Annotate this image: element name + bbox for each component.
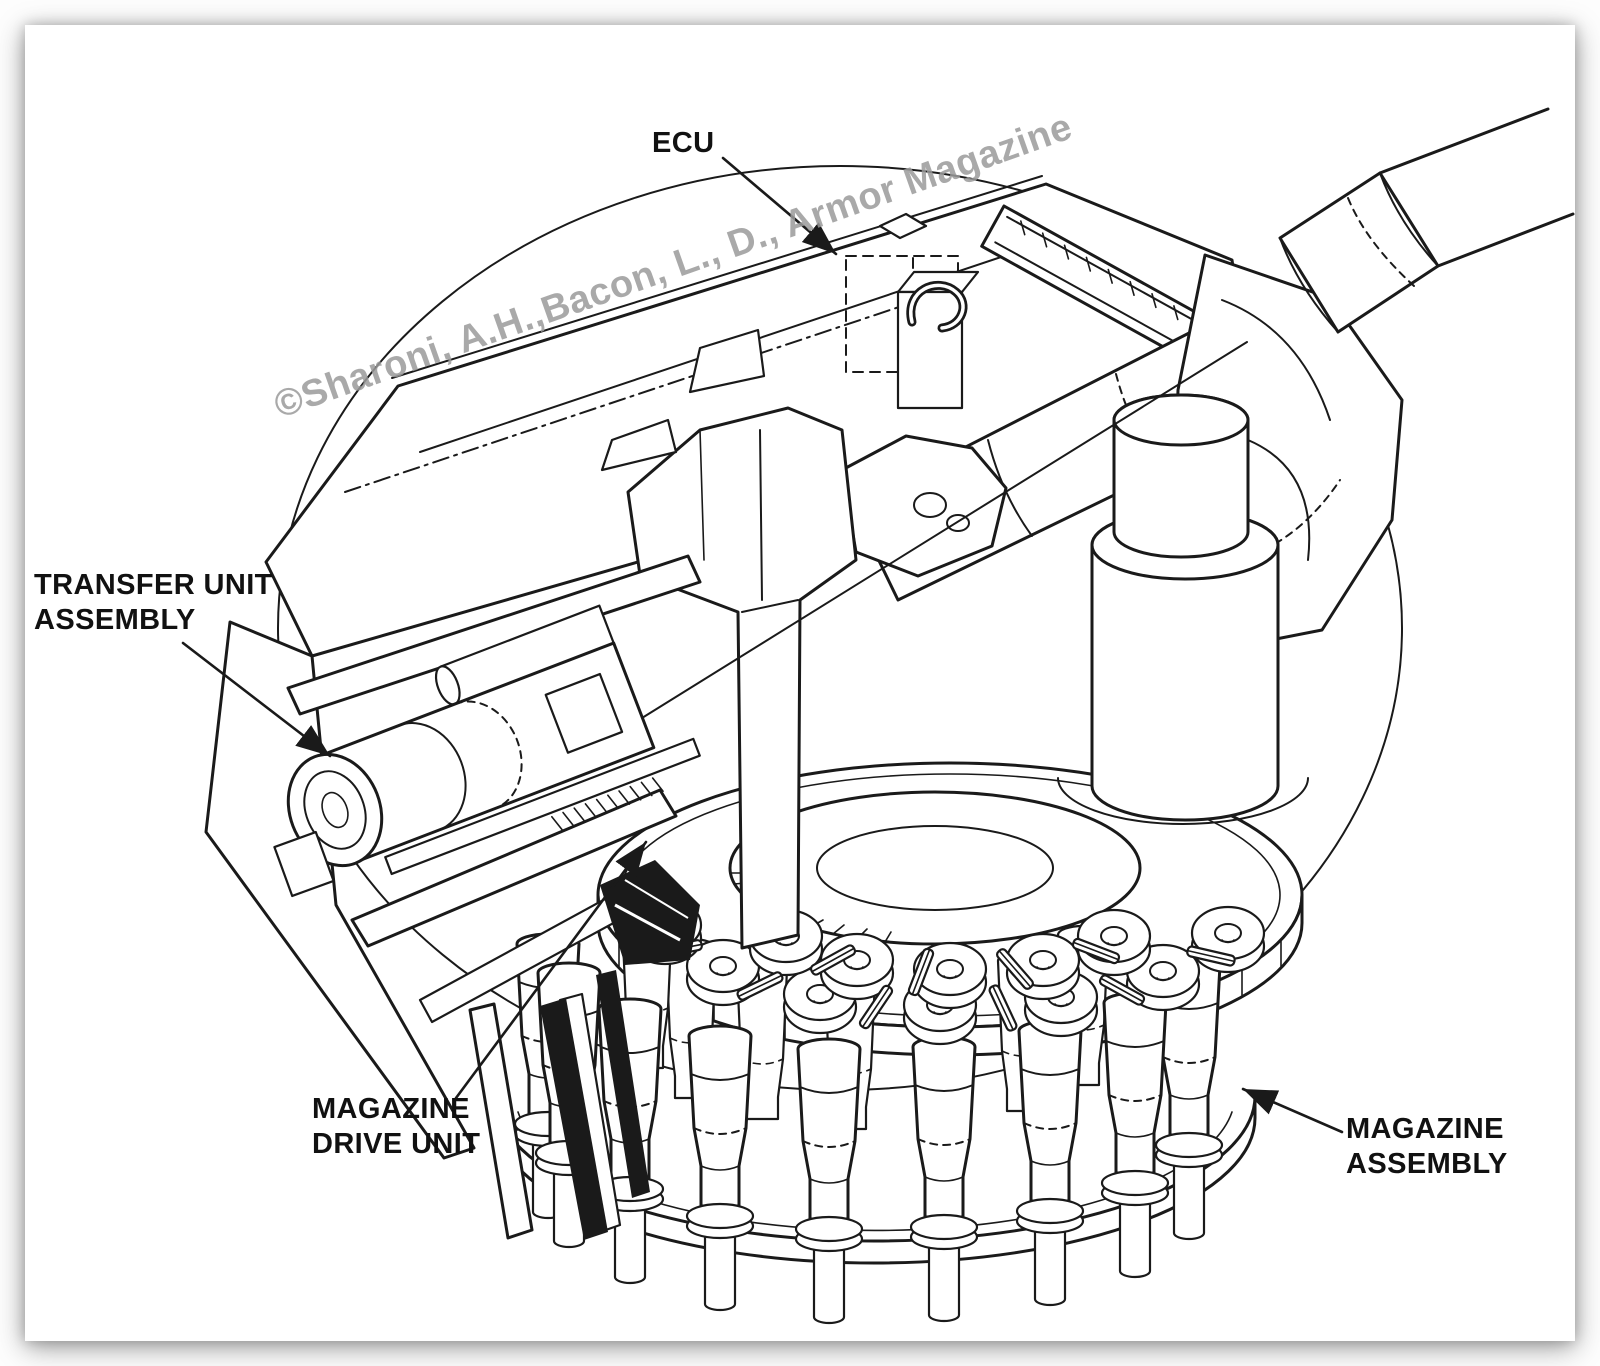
recoil-cylinder <box>1057 393 1311 825</box>
roof-bracket <box>878 212 928 240</box>
label-ecu-text: ECU <box>652 127 715 159</box>
label-magazine-drive-unit: MAGAZINE DRIVE UNIT <box>312 1092 480 1162</box>
transfer-unit-assembly <box>273 554 702 1024</box>
cutaway-section-line <box>641 341 1248 719</box>
ecu-leader-line <box>721 156 838 256</box>
label-magazine-assembly: MAGAZINE ASSEMBLY <box>1346 1112 1508 1182</box>
label-transfer-unit-line2: ASSEMBLY <box>34 603 196 636</box>
label-magazine-drive-line1: MAGAZINE <box>312 1093 470 1125</box>
label-magazine-assembly-line2: ASSEMBLY <box>1346 1147 1508 1180</box>
label-transfer-unit-line1: TRANSFER UNIT <box>34 569 273 601</box>
label-magazine-assembly-line1: MAGAZINE <box>1346 1113 1504 1145</box>
gun-barrel <box>1378 107 1575 268</box>
magazine-drive-leader-line <box>454 840 648 1100</box>
support-leg <box>468 1002 534 1240</box>
label-magazine-drive-line2: DRIVE UNIT <box>312 1127 481 1160</box>
magazine-assembly-leader-line <box>1241 1087 1344 1134</box>
label-transfer-unit-assembly: TRANSFER UNIT ASSEMBLY <box>34 568 273 638</box>
ecu-box <box>845 255 980 410</box>
trunnion-casting <box>840 434 1008 578</box>
transfer-unit-leader-line <box>181 641 332 758</box>
label-ecu: ECU <box>652 126 714 161</box>
magazine-drive-unit <box>540 860 700 1240</box>
